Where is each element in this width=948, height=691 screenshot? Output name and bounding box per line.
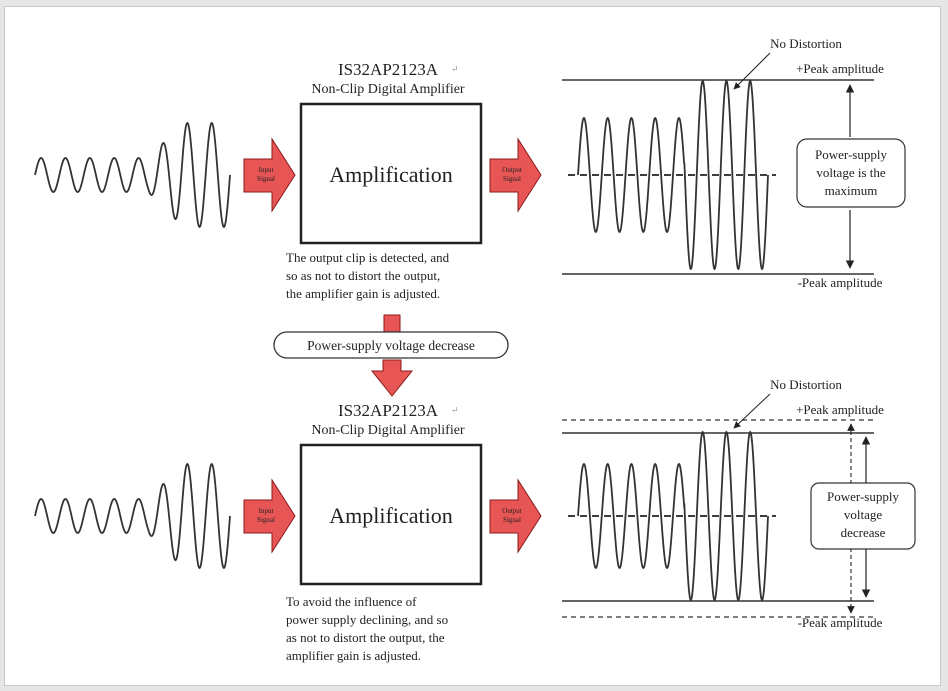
chip-subtitle: Non-Clip Digital Amplifier: [311, 82, 465, 97]
caption-line-2: power supply declining, and so: [286, 612, 448, 627]
plus-peak-label: +Peak amplitude: [796, 61, 884, 76]
side-note-box: [796, 138, 906, 208]
output-signal-arrow: Output Signal: [489, 478, 542, 554]
caption-line-1: The output clip is detected, and: [286, 250, 450, 265]
output-arrow-label-1: Output: [502, 166, 522, 174]
output-arrow-label-2: Signal: [503, 175, 521, 183]
voltage-decrease-pill: [273, 331, 509, 359]
side-note-line-2: voltage: [844, 507, 882, 522]
input-waveform: [34, 463, 231, 569]
side-note-line-1: Power-supply: [827, 489, 899, 504]
caption-line-3: as not to distort the output, the: [286, 630, 445, 645]
side-note-line-3: decrease: [841, 525, 886, 540]
amplification-box: [299, 102, 483, 245]
return-mark-icon: ↵: [451, 405, 459, 415]
minus-peak-label: -Peak amplitude: [798, 615, 883, 630]
side-note-line-1: Power-supply: [815, 147, 887, 162]
input-signal-arrow: Input Signal: [243, 478, 296, 554]
bottom-section: Input Signal IS32AP2123A ↵ Non-Clip Digi…: [34, 377, 916, 663]
caption-line-2: so as not to distort the output,: [286, 268, 440, 283]
input-arrow-label-2: Signal: [257, 175, 275, 183]
voltage-decrease-label: Power-supply voltage decrease: [307, 338, 475, 353]
side-note-line-2: voltage is the: [816, 165, 886, 180]
input-waveform: [34, 122, 231, 228]
no-distortion-pointer: [733, 393, 771, 429]
no-distortion-label: No Distortion: [770, 377, 842, 392]
output-signal-arrow: Output Signal: [489, 137, 542, 213]
input-signal-arrow: Input Signal: [243, 137, 296, 213]
side-note-box: [810, 482, 916, 550]
chip-subtitle: Non-Clip Digital Amplifier: [311, 423, 465, 438]
output-waveform: [577, 430, 769, 602]
chip-title: IS32AP2123A: [338, 60, 439, 79]
output-arrow-label-2: Signal: [503, 516, 521, 524]
down-arrow-head: [370, 359, 414, 397]
transition: Power-supply voltage decrease: [273, 314, 509, 397]
chip-title: IS32AP2123A: [338, 401, 439, 420]
input-arrow-label-1: Input: [259, 166, 274, 174]
amplification-label: Amplification: [329, 162, 452, 187]
caption-line-3: the amplifier gain is adjusted.: [286, 286, 440, 301]
no-distortion-pointer: [733, 52, 771, 90]
no-distortion-label: No Distortion: [770, 36, 842, 51]
top-section: Input Signal IS32AP2123A ↵ Non-Clip Digi…: [34, 36, 906, 301]
plus-peak-label: +Peak amplitude: [796, 402, 884, 417]
output-arrow-label-1: Output: [502, 507, 522, 515]
input-arrow-label-2: Signal: [257, 516, 275, 524]
input-arrow-label-1: Input: [259, 507, 274, 515]
caption-line-1: To avoid the influence of: [286, 594, 417, 609]
minus-peak-label: -Peak amplitude: [798, 275, 883, 290]
amplification-box: [299, 443, 483, 586]
amplification-label: Amplification: [329, 503, 452, 528]
side-note-line-3: maximum: [825, 183, 878, 198]
caption-line-4: amplifier gain is adjusted.: [286, 648, 421, 663]
output-waveform: [577, 79, 769, 271]
return-mark-icon: ↵: [451, 64, 459, 74]
